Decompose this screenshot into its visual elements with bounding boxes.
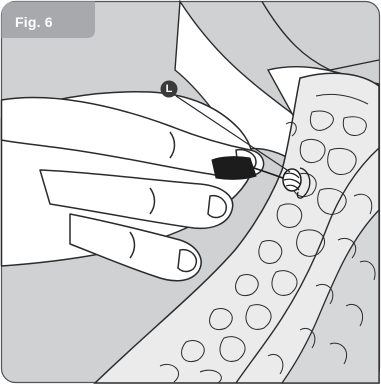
callout-letter: L: [161, 81, 177, 97]
figure-label: Fig. 6: [15, 14, 53, 30]
instrument-handle: [212, 157, 256, 180]
